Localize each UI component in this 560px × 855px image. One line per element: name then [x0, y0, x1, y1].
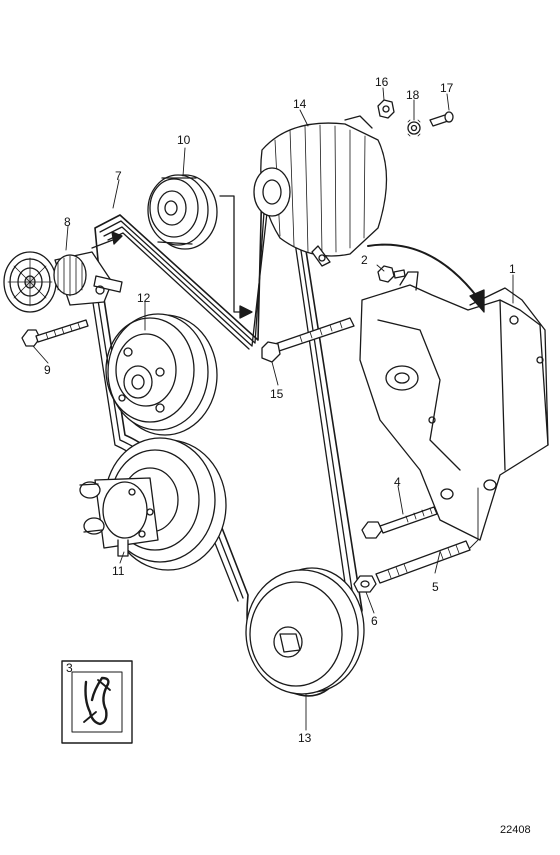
callout-11: 11	[112, 564, 125, 578]
callout-1: 1	[509, 262, 516, 276]
callout-4: 4	[394, 475, 401, 489]
reference-number: 22408	[500, 824, 531, 836]
belt-tensioner	[3, 251, 123, 313]
alternator-screw	[429, 111, 454, 127]
sea-water-pump	[79, 477, 159, 557]
idler-pulley	[147, 174, 218, 250]
installation-arrow	[367, 243, 485, 313]
callout-6: 6	[371, 614, 378, 628]
callout-7: 7	[115, 169, 122, 183]
callout-17: 17	[440, 81, 454, 95]
callout-labels: 1 2 3 4 5 6 7 8 9 10 11 12 13 14 15 16 1…	[44, 75, 516, 745]
callout-15: 15	[270, 387, 284, 401]
routing-arrow-down	[219, 195, 253, 319]
leader-lines	[32, 87, 514, 731]
bracket-stud	[375, 540, 471, 584]
callout-10: 10	[177, 133, 191, 147]
callout-12: 12	[137, 291, 151, 305]
alternator	[253, 115, 388, 267]
callout-9: 9	[44, 363, 51, 377]
callout-18: 18	[406, 88, 420, 102]
bracket-bolt-upper	[361, 506, 438, 539]
callout-3: 3	[66, 661, 73, 675]
pivot-stud	[261, 317, 355, 363]
lock-washer	[407, 119, 421, 137]
callout-5: 5	[432, 580, 439, 594]
callout-8: 8	[64, 215, 71, 229]
alignment-line	[469, 487, 479, 549]
callout-14: 14	[293, 97, 307, 111]
belt-detail-box	[61, 660, 133, 744]
alternator-nut	[377, 99, 395, 119]
tensioner-bolt	[21, 319, 89, 347]
callout-2: 2	[361, 253, 368, 267]
alternator-bracket	[359, 271, 549, 541]
crankshaft-pulley	[245, 567, 365, 695]
callout-13: 13	[298, 731, 312, 745]
routing-arrow-tensioner	[91, 231, 123, 249]
callout-16: 16	[375, 75, 389, 89]
bracket-nut	[353, 575, 377, 593]
bracket-screw	[377, 265, 406, 283]
coolant-pump-pulley	[105, 313, 218, 436]
